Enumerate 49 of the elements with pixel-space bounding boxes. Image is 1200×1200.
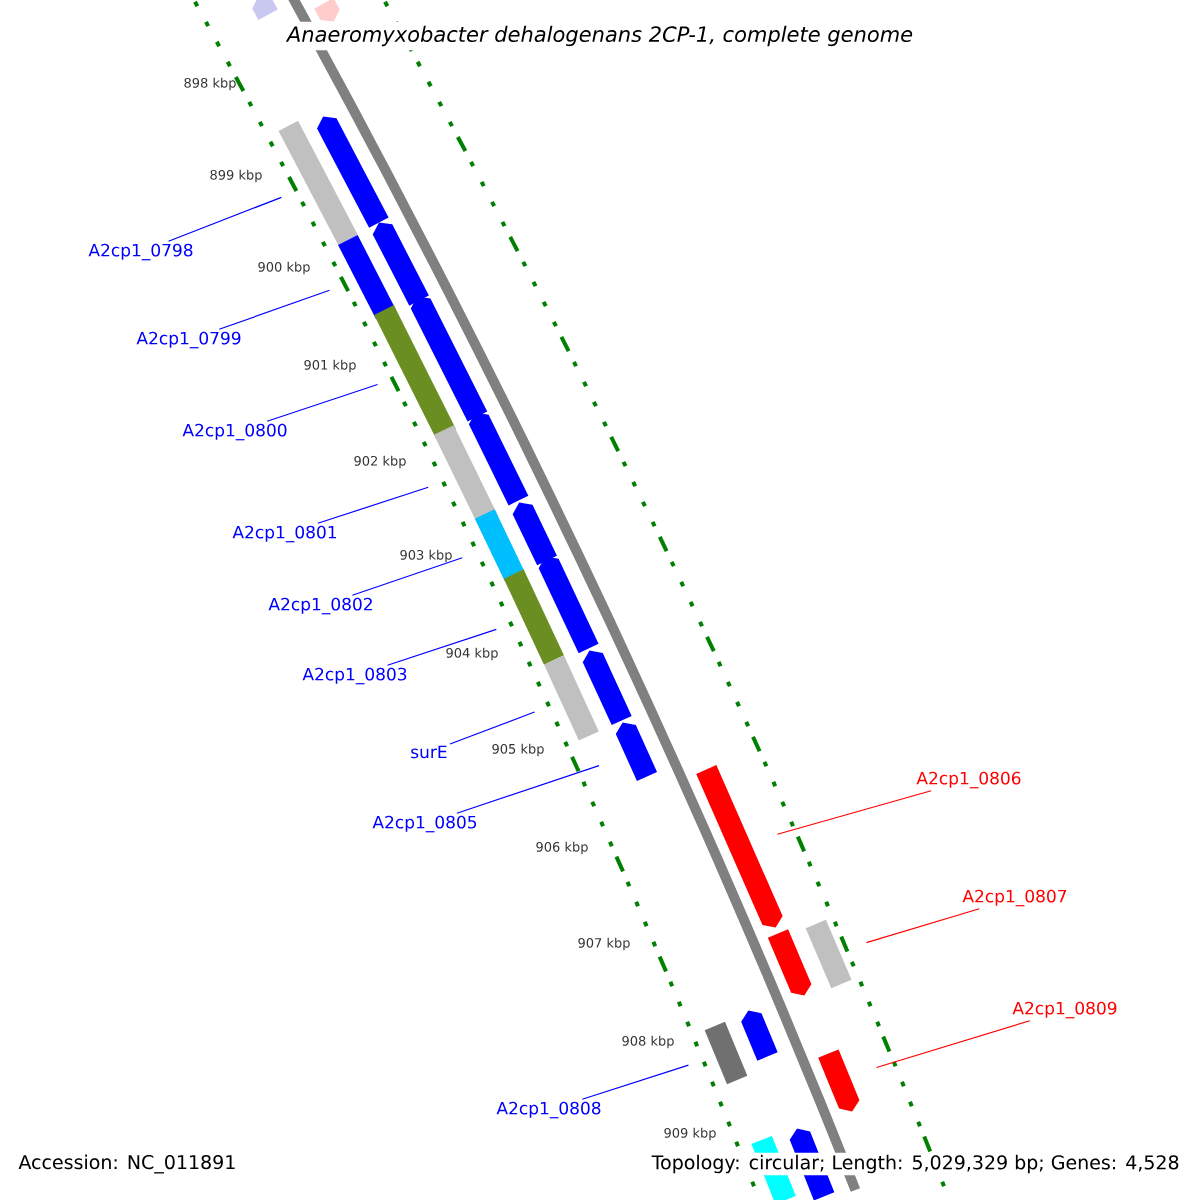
- gene-block: [696, 765, 783, 928]
- gene-block: [544, 655, 599, 741]
- gene-label: A2cp1_0798: [88, 243, 193, 261]
- gene-label: A2cp1_0806: [916, 771, 1021, 789]
- leader-line: [776, 790, 932, 835]
- gene-block: [372, 222, 429, 306]
- leader-line: [875, 1020, 1031, 1069]
- leader-line: [449, 711, 536, 745]
- gene-block: [317, 116, 389, 228]
- gene-block: [538, 556, 599, 654]
- gene-block: [374, 305, 456, 439]
- gene-block: [704, 1021, 748, 1085]
- leader-line: [581, 1064, 690, 1100]
- gene-block: [338, 234, 396, 320]
- gene-block: [805, 919, 852, 989]
- leader-line: [266, 383, 379, 422]
- gene-block: [252, 0, 278, 20]
- leader-line: [386, 628, 497, 666]
- gene-label: A2cp1_0805: [372, 815, 477, 833]
- gene-block: [468, 412, 529, 506]
- gene-label: A2cp1_0799: [136, 331, 241, 349]
- gene-label: A2cp1_0803: [302, 667, 407, 685]
- gene-label: A2cp1_0802: [268, 597, 372, 615]
- gene-block: [278, 120, 358, 246]
- gene-block: [410, 296, 488, 422]
- title: Anaeromyxobacter dehalogenans 2CP-1, complete genome: [282, 21, 918, 51]
- gene-block: [503, 569, 564, 665]
- leader-line: [317, 486, 429, 524]
- leader-line: [865, 908, 980, 944]
- gene-block: [615, 722, 658, 781]
- gene-block: [741, 1010, 778, 1061]
- gene-label: A2cp1_0800: [182, 423, 287, 441]
- gene-block: [767, 929, 812, 996]
- leader-line: [167, 196, 283, 242]
- gene-label: A2cp1_0808: [496, 1101, 601, 1119]
- leader-line: [218, 289, 331, 330]
- gene-block: [474, 509, 525, 581]
- leader-line: [351, 557, 463, 596]
- accession-text: Accession: NC_011891: [16, 1152, 239, 1176]
- summary-text: Topology: circular; Length: 5,029,329 bp; Genes: 4,528: [649, 1152, 1182, 1176]
- gene-label: A2cp1_0809: [1012, 1001, 1117, 1019]
- gene-block: [818, 1049, 860, 1112]
- gene-label: A2cp1_0807: [962, 889, 1067, 907]
- gene-block: [314, 0, 340, 22]
- gene-label: A2cp1_0801: [232, 525, 337, 543]
- gene-label: surE: [411, 745, 447, 759]
- gene-block: [582, 650, 632, 726]
- leader-line: [456, 765, 600, 814]
- gene-block: [512, 502, 557, 566]
